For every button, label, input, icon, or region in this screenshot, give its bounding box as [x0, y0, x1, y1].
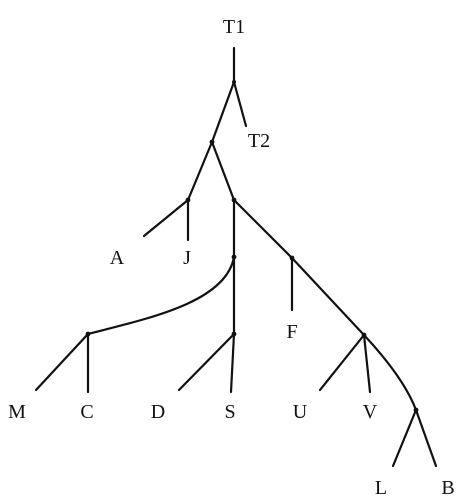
label-m: M [8, 401, 26, 423]
junction-node [231, 197, 237, 203]
junction-node [361, 332, 367, 338]
label-f: F [286, 321, 297, 343]
junction-node [185, 197, 191, 203]
edge-n7-to-d [177, 332, 236, 392]
edge-n9-to-l [391, 408, 418, 468]
label-t1: T1 [223, 16, 245, 38]
edge-n1-to-n2 [186, 140, 214, 202]
label-c: C [80, 401, 93, 423]
edge-n8-to-v [362, 333, 372, 394]
label-u: U [293, 401, 308, 423]
edge-n7-to-s [229, 332, 236, 394]
edge-root-to-n1 [210, 80, 236, 144]
edge-n2-to-a [142, 198, 190, 238]
label-a: A [110, 247, 125, 269]
junction-node [413, 407, 419, 413]
edge-n9-to-b [414, 408, 438, 468]
junction-node [231, 254, 237, 260]
junction-node [231, 331, 237, 337]
label-d: D [151, 401, 165, 423]
edge-n4-to-n6 [86, 255, 236, 336]
edge-n8-to-u [318, 333, 366, 392]
label-j: J [183, 247, 191, 269]
label-b: B [441, 477, 454, 499]
label-v: V [363, 401, 378, 423]
junction-node [289, 255, 295, 261]
junction-node [232, 80, 236, 84]
edge-n5-to-n8 [290, 256, 366, 337]
label-s: S [224, 401, 235, 423]
junction-node [85, 331, 91, 337]
edge-n8-to-n9 [362, 333, 418, 412]
label-l: L [375, 477, 387, 499]
edge-n3-to-n5 [232, 198, 294, 260]
edge-n6-to-m [34, 332, 90, 392]
edge-root-to-t2 [232, 80, 248, 128]
label-t2: T2 [248, 130, 270, 152]
junction-node [209, 139, 215, 145]
edge-n1-to-n3 [210, 140, 236, 202]
